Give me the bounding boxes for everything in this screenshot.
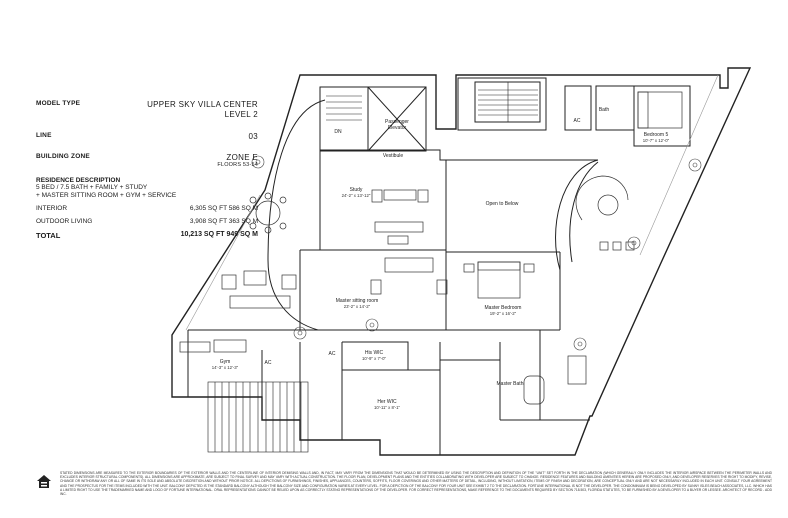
model-type-value: UPPER SKY VILLA CENTER xyxy=(147,100,258,109)
residence-description: RESIDENCE DESCRIPTION 5 BED / 7.5 BATH +… xyxy=(36,177,258,199)
label-master-bedroom-dim: 19'-2" x 16'-2" xyxy=(490,311,517,316)
stair-south xyxy=(207,381,309,453)
label-study: Study xyxy=(350,187,363,193)
label-study-dim: 24'-2" x 13'-12" xyxy=(342,193,371,198)
label-her-wic-dim: 10'-11" x 8'-1" xyxy=(374,405,401,410)
label-ac-1: AC xyxy=(574,118,581,124)
label-vestibule: Vestibule xyxy=(383,153,404,159)
study-desk xyxy=(374,221,424,233)
label-bath: Bath xyxy=(599,107,610,113)
total-row: TOTAL 10,213 SQ FT 949 SQ M xyxy=(36,231,258,240)
label-master-bath: Master Bath xyxy=(497,381,524,387)
residence-desc-2: + MASTER SITTING ROOM + GYM + SERVICE xyxy=(36,191,177,199)
bedroom5-bed xyxy=(637,91,683,129)
stair-north xyxy=(478,82,538,122)
furniture xyxy=(179,91,683,405)
curved-wall-west xyxy=(267,99,326,331)
label-master-bedroom: Master Bedroom xyxy=(485,305,522,311)
outdoor-value: 3,908 SQ FT 363 SQ M xyxy=(189,218,258,225)
label-passenger-elevator-2: Elevator xyxy=(388,125,407,131)
label-passenger-elevator: Passenger xyxy=(385,119,409,125)
label-ac-3: AC xyxy=(329,351,336,357)
dining-table xyxy=(255,200,281,226)
sofa-west xyxy=(229,295,291,309)
bathtub xyxy=(523,375,545,405)
line-value: 03 xyxy=(248,132,258,141)
floors-value: FLOORS 53-54 xyxy=(217,162,258,168)
label-open-to-below: Open to Below xyxy=(486,201,519,207)
label-master-sitting: Master sitting room xyxy=(336,298,379,304)
model-type-level: LEVEL 2 xyxy=(224,110,258,119)
outdoor-label: OUTDOOR LIVING xyxy=(36,218,93,225)
unit-info-panel: MODEL TYPE UPPER SKY VILLA CENTER LEVEL … xyxy=(36,100,258,240)
stair-west xyxy=(326,95,362,121)
balcony-rail xyxy=(185,74,719,331)
model-type-label: MODEL TYPE xyxy=(36,100,81,107)
plants xyxy=(251,155,702,351)
label-her-wic: Her WIC xyxy=(377,399,397,405)
zone-label: BUILDING ZONE xyxy=(36,153,90,160)
outdoor-row: OUTDOOR LIVING 3,908 SQ FT 363 SQ M xyxy=(36,218,258,225)
label-bedroom5: Bedroom 5 xyxy=(644,132,669,138)
label-his-wic-dim: 10'-9" x 7'-0" xyxy=(362,356,387,361)
label-bedroom5-dim: 10'-7" x 12'-0" xyxy=(643,138,670,143)
sitting-sofa xyxy=(384,257,434,273)
total-label: TOTAL xyxy=(36,231,61,240)
zone-row: BUILDING ZONE ZONE E FLOORS 53-54 xyxy=(36,153,258,168)
label-gym: Gym xyxy=(220,359,231,365)
master-bed xyxy=(477,261,521,299)
label-ac-2: AC xyxy=(265,360,272,366)
interior-row: INTERIOR 6,305 SQ FT 586 SQ M xyxy=(36,205,258,212)
legal-disclaimer: STATED DIMENSIONS ARE MEASURED TO THE EX… xyxy=(60,471,772,497)
curved-wall-east xyxy=(555,159,599,271)
line-label: LINE xyxy=(36,132,52,139)
label-gym-dim: 14'-3" x 12'-3" xyxy=(212,365,239,370)
label-master-sitting-dim: 23'-2" x 14'-2" xyxy=(344,304,371,309)
interior-value: 6,305 SQ FT 586 SQ M xyxy=(189,205,258,212)
label-dn: DN xyxy=(334,129,342,135)
residence-heading: RESIDENCE DESCRIPTION xyxy=(36,177,121,184)
residence-desc-1: 5 BED / 7.5 BATH + FAMILY + STUDY xyxy=(36,184,148,191)
label-his-wic: His WIC xyxy=(365,350,384,356)
line-row: LINE 03 xyxy=(36,132,258,141)
exterior-wall xyxy=(171,67,752,456)
interior-label: INTERIOR xyxy=(36,205,68,212)
total-value: 10,213 SQ FT 949 SQ M xyxy=(180,231,258,238)
zone-value: ZONE E xyxy=(226,153,258,162)
equal-housing-icon xyxy=(37,475,51,488)
model-type-row: MODEL TYPE UPPER SKY VILLA CENTER LEVEL … xyxy=(36,100,258,120)
